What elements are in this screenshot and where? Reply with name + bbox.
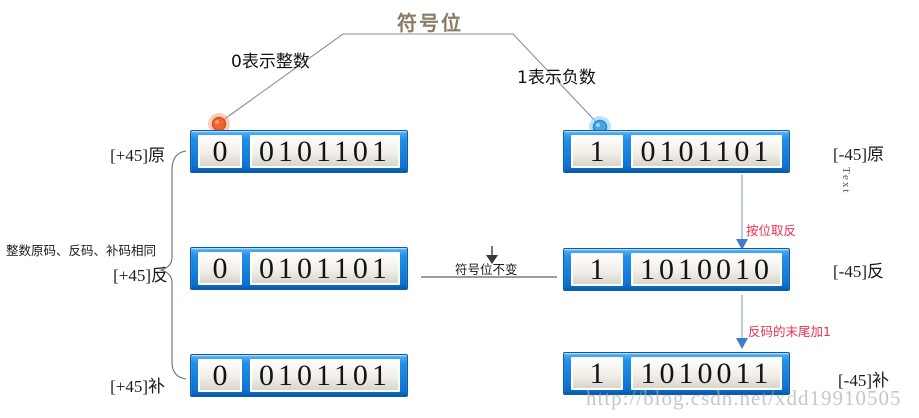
label-minus45-inverse: [-45]反 bbox=[833, 262, 884, 281]
magnitude-bits-cell: 0101101 bbox=[250, 252, 400, 285]
magnitude-bits-cell: 1010011 bbox=[631, 357, 782, 390]
bitwise-invert-note: 按位取反 bbox=[746, 223, 797, 238]
plus45-complement-box: 0 0101101 bbox=[190, 354, 408, 397]
sign-bit-cell: 0 bbox=[198, 135, 242, 168]
sign-bit-cell: 1 bbox=[571, 357, 623, 390]
minus45-complement-box: 1 1010011 bbox=[563, 352, 790, 395]
magnitude-bits-cell: 1010010 bbox=[631, 253, 782, 286]
zero-means-label: 0表示整数 bbox=[231, 52, 310, 72]
label-plus45-inverse: [+45]反 bbox=[113, 266, 168, 285]
sign-bit-title: 符号位 bbox=[397, 11, 463, 35]
down-arrow-icon bbox=[486, 255, 498, 264]
invert-arrow-head-icon bbox=[736, 239, 748, 250]
label-minus45-complement: [-45]补 bbox=[838, 371, 889, 390]
sign-bit-cell: 0 bbox=[198, 359, 242, 392]
magnitude-bits-cell: 0101101 bbox=[250, 135, 400, 168]
magnitude-bits-cell: 0101101 bbox=[631, 135, 782, 168]
sign-bit-cell: 1 bbox=[571, 253, 623, 286]
one-means-label: 1表示负数 bbox=[517, 68, 596, 88]
sign-bit-connector-line bbox=[218, 33, 601, 127]
sign-unchanged-note: 符号位不变 bbox=[455, 262, 518, 277]
label-minus45-original: [-45]原 bbox=[833, 145, 884, 164]
label-plus45-original: [+45]原 bbox=[110, 146, 165, 165]
add-one-note: 反码的末尾加1 bbox=[748, 324, 831, 339]
left-brace bbox=[158, 150, 187, 380]
integer-codes-equal-note: 整数原码、反码、补码相同 bbox=[6, 243, 157, 258]
sign-bit-cell: 0 bbox=[198, 252, 242, 285]
sign-bit-cell: 1 bbox=[571, 135, 623, 168]
vertical-text-label: Text bbox=[840, 167, 852, 195]
minus45-original-box: 1 0101101 bbox=[563, 130, 790, 173]
plus-one-arrow-head-icon bbox=[736, 338, 748, 349]
watermark: http://blog.csdn.net/xdd19910505 bbox=[586, 386, 902, 410]
minus45-inverse-box: 1 1010010 bbox=[563, 248, 790, 291]
plus45-original-box: 0 0101101 bbox=[190, 130, 408, 173]
label-plus45-complement: [+45]补 bbox=[110, 377, 165, 396]
magnitude-bits-cell: 0101101 bbox=[250, 359, 400, 392]
plus45-inverse-box: 0 0101101 bbox=[190, 247, 408, 290]
